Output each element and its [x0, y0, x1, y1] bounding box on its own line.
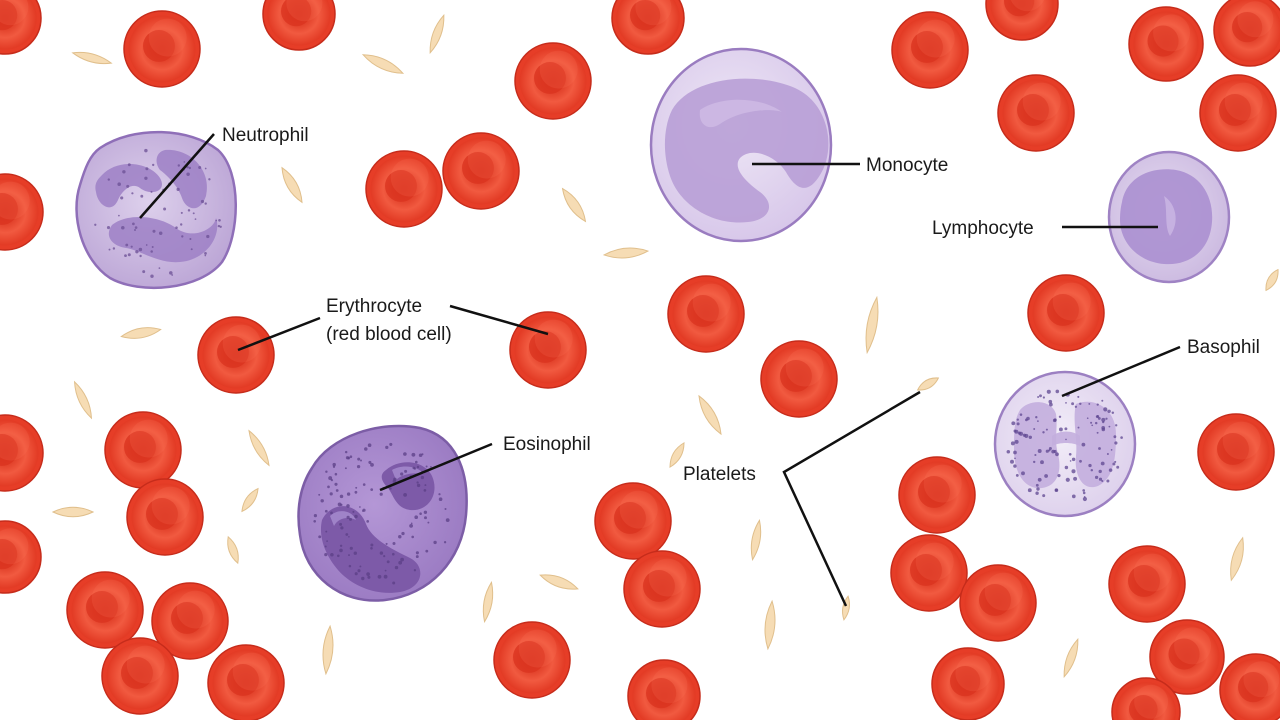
erythrocyte	[1220, 654, 1280, 720]
platelet	[71, 380, 95, 420]
erythrocyte	[595, 483, 671, 559]
eosinophil-cell	[299, 426, 467, 601]
erythrocyte	[67, 572, 143, 648]
erythrocyte	[960, 565, 1036, 641]
platelet	[224, 535, 241, 564]
erythrocyte	[1129, 7, 1203, 81]
erythrocyte	[494, 622, 570, 698]
platelet	[1227, 537, 1248, 582]
erythrocyte	[986, 0, 1058, 40]
lymphocyte-nucleus	[1120, 169, 1212, 264]
monocyte-cell	[651, 49, 831, 241]
platelet	[321, 626, 335, 675]
platelet	[246, 429, 273, 468]
erythrocyte	[198, 317, 274, 393]
erythrocyte	[628, 660, 700, 720]
erythrocyte	[263, 0, 335, 50]
platelet	[361, 50, 405, 77]
erythrocyte	[0, 521, 41, 593]
platelet	[539, 571, 580, 594]
platelet	[481, 582, 496, 623]
erythrocyte	[102, 638, 178, 714]
erythrocyte	[510, 312, 586, 388]
neutrophil-label: Neutrophil	[222, 125, 309, 146]
platelet	[862, 297, 881, 354]
erythrocyte	[899, 457, 975, 533]
erythrocyte	[0, 415, 43, 491]
platelet	[120, 325, 161, 341]
platelet	[763, 601, 777, 650]
platelet	[559, 186, 590, 224]
platelet	[604, 246, 649, 259]
basophil-label: Basophil	[1187, 337, 1260, 358]
erythrocyte	[892, 12, 968, 88]
platelet	[72, 49, 113, 67]
platelet	[53, 507, 93, 517]
erythrocyte	[624, 551, 700, 627]
platelet	[916, 375, 941, 394]
erythrocyte	[891, 535, 967, 611]
erythrocyte	[668, 276, 744, 352]
erythrocyte	[0, 174, 43, 250]
erythrocyte	[612, 0, 684, 54]
monocyte-label: Monocyte	[866, 155, 948, 176]
platelet	[1263, 268, 1280, 293]
platelet	[1060, 638, 1081, 678]
erythrocyte	[1214, 0, 1280, 66]
eosinophil-label: Eosinophil	[503, 434, 591, 455]
platelet	[695, 394, 725, 437]
erythrocyte	[127, 479, 203, 555]
erythrocyte	[1198, 414, 1274, 490]
erythrocyte	[366, 151, 442, 227]
erythrocyte	[1109, 546, 1185, 622]
erythrocyte	[1200, 75, 1276, 151]
erythrocyte	[208, 645, 284, 720]
erythrocyte-label: Erythrocyte	[326, 296, 422, 317]
erythrocyte	[761, 341, 837, 417]
platelet	[278, 165, 306, 204]
platelet	[426, 14, 447, 54]
platelets-label: Platelets	[683, 464, 756, 485]
lymphocyte-label: Lymphocyte	[932, 218, 1034, 239]
erythrocyte	[998, 75, 1074, 151]
erythrocyte	[0, 0, 41, 54]
erythrocyte	[515, 43, 591, 119]
erythrocyte	[105, 412, 181, 488]
erythrocyte	[1028, 275, 1104, 351]
platelet	[749, 520, 764, 561]
erythrocyte	[443, 133, 519, 209]
erythrocyte	[124, 11, 200, 87]
erythrocyte-sublabel: (red blood cell)	[326, 324, 452, 345]
neutrophil-cell	[77, 132, 236, 288]
erythrocyte	[932, 648, 1004, 720]
platelet	[239, 486, 262, 514]
lymphocyte-cell	[1109, 152, 1229, 282]
basophil-leader-line	[1062, 347, 1180, 396]
